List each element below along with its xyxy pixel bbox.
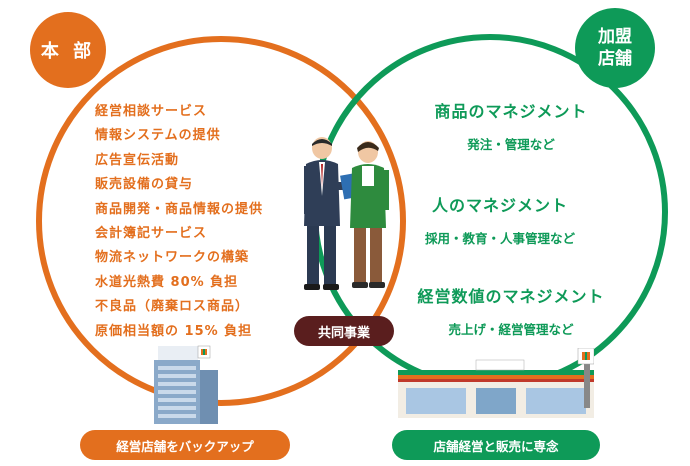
management-title: 人のマネジメント bbox=[431, 196, 568, 215]
management-title: 経営数値のマネジメント bbox=[417, 287, 605, 306]
service-item: 販売設備の貸与 bbox=[95, 177, 194, 193]
franchise-badge-line2: 店舗 bbox=[598, 49, 632, 69]
joint-business-label: 共同事業 bbox=[294, 316, 394, 346]
service-item: 物流ネットワークの構築 bbox=[95, 250, 250, 266]
service-item: 商品開発・商品情報の提供 bbox=[95, 201, 264, 217]
franchise-footer-text: 店舗経営と販売に専念 bbox=[433, 438, 559, 454]
service-item: 不良品（廃棄ロス商品） bbox=[95, 299, 250, 315]
headquarters-services-list: 経営相談サービス 情報システムの提供 広告宣伝活動 販売設備の貸与 商品開発・商… bbox=[95, 100, 263, 344]
franchise-badge: 加盟 店舗 bbox=[575, 8, 655, 88]
service-item: 会計簿記サービス bbox=[95, 226, 208, 242]
headquarters-building-icon bbox=[154, 345, 218, 424]
management-subtitle: 発注・管理など bbox=[467, 137, 555, 152]
management-subtitle: 採用・教育・人事管理など bbox=[424, 231, 575, 246]
convenience-store-icon bbox=[398, 348, 594, 418]
management-block-people: 人のマネジメント 採用・教育・人事管理など bbox=[370, 192, 630, 247]
headquarters-badge-label: 本 部 bbox=[40, 41, 96, 62]
management-block-figures: 経営数値のマネジメント 売上げ・経営管理など bbox=[381, 283, 641, 338]
headquarters-footer-text: 経営店舗をバックアップ bbox=[116, 438, 254, 454]
headquarters-badge: 本 部 bbox=[30, 12, 106, 88]
two-businessmen-illustration bbox=[304, 137, 389, 290]
management-subtitle: 売上げ・経営管理など bbox=[448, 322, 574, 337]
headquarters-footer-pill: 経営店舗をバックアップ bbox=[80, 430, 290, 460]
service-item: 情報システムの提供 bbox=[95, 128, 221, 144]
service-item: 水道光熱費 80% 負担 bbox=[95, 274, 239, 290]
management-title: 商品のマネジメント bbox=[434, 102, 588, 121]
franchise-footer-pill: 店舗経営と販売に専念 bbox=[392, 430, 600, 460]
service-item: 原価相当額の 15% 負担 bbox=[95, 323, 253, 339]
service-item: 広告宣伝活動 bbox=[95, 152, 180, 168]
management-block-products: 商品のマネジメント 発注・管理など bbox=[381, 98, 641, 153]
franchise-badge-line1: 加盟 bbox=[598, 27, 632, 47]
service-item: 経営相談サービス bbox=[95, 104, 208, 119]
joint-business-text: 共同事業 bbox=[317, 325, 370, 341]
